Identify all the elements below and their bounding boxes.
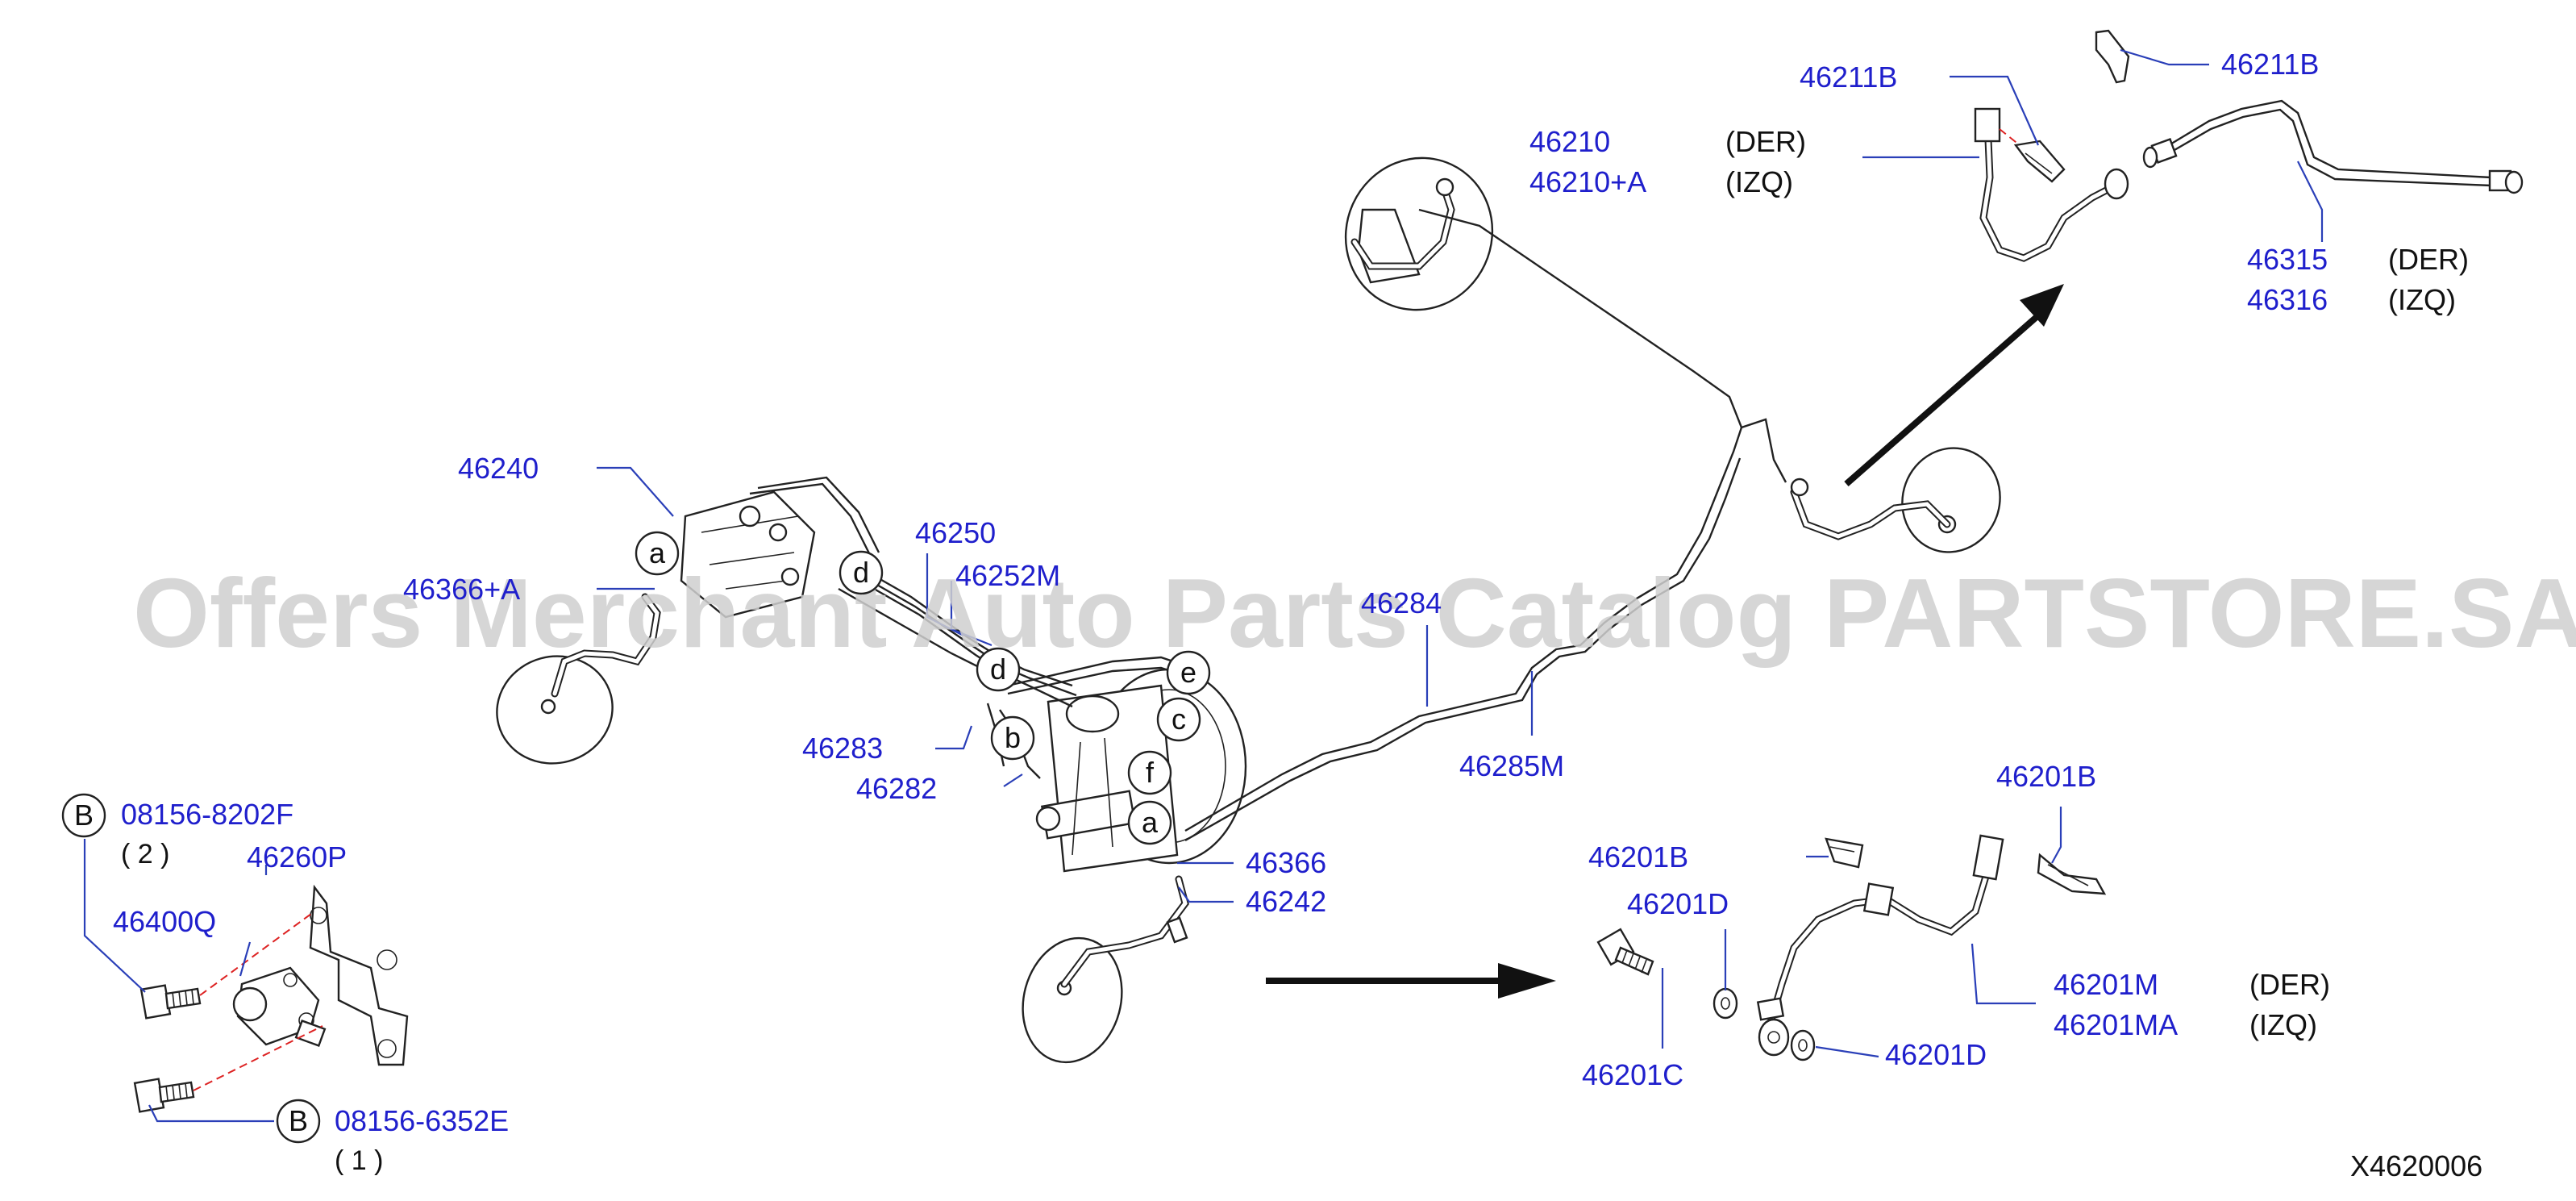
svg-text:a: a xyxy=(649,536,666,569)
arrow-to-rear-hose xyxy=(1844,284,2064,487)
top-clip xyxy=(2095,29,2130,84)
part-46210a[interactable]: 46210+A xyxy=(1529,165,1646,198)
part-46284[interactable]: 46284 xyxy=(1361,586,1442,619)
svg-text:B: B xyxy=(289,1104,308,1137)
note-der-a: (DER) xyxy=(1725,125,1806,158)
rear-left-brake-drum-right xyxy=(1790,447,2001,553)
hose-clip-left xyxy=(1825,837,1864,869)
part-46260p[interactable]: 46260P xyxy=(247,840,347,874)
part-46201b-right[interactable]: 46201B xyxy=(1996,760,2096,793)
part-46316[interactable]: 46316 xyxy=(2247,283,2328,316)
rear-brake-hose xyxy=(1974,107,2129,262)
qty-2: ( 2 ) xyxy=(121,839,169,869)
part-46201b-left[interactable]: 46201B xyxy=(1588,840,1688,874)
svg-text:a: a xyxy=(1142,806,1159,839)
front-right-brake-drum xyxy=(1022,875,1189,1064)
part-46250[interactable]: 46250 xyxy=(915,516,996,549)
front-wheel-drum-left xyxy=(496,655,614,765)
qty-1: ( 1 ) xyxy=(335,1145,383,1176)
callout-f: f xyxy=(1127,750,1172,795)
bolt-lower xyxy=(133,1078,195,1113)
side-notes: (DER) (IZQ) (DER) (IZQ) (DER) (IZQ) xyxy=(1725,125,2469,1041)
part-46201c[interactable]: 46201C xyxy=(1582,1058,1683,1091)
part-46283[interactable]: 46283 xyxy=(802,732,883,765)
proportioning-valve-bracket xyxy=(232,884,409,1066)
callout-c: c xyxy=(1156,697,1201,742)
rear-right-brake-drum xyxy=(1344,156,1494,311)
svg-text:b: b xyxy=(1005,721,1021,754)
callout-a-lower: a xyxy=(1127,800,1172,845)
leader-lines xyxy=(83,48,2324,1123)
svg-text:d: d xyxy=(853,556,869,589)
svg-text:d: d xyxy=(990,653,1006,686)
main-brake-pipe xyxy=(1184,208,1787,842)
note-der-c: (DER) xyxy=(2249,968,2330,1001)
note-der-b: (DER) xyxy=(2388,243,2469,276)
note-izq-a: (IZQ) xyxy=(1725,165,1793,198)
part-46282[interactable]: 46282 xyxy=(856,772,937,805)
part-46285m[interactable]: 46285M xyxy=(1459,749,1564,782)
svg-text:f: f xyxy=(1146,756,1155,789)
callout-a-upper: a xyxy=(635,531,680,576)
washer-lower xyxy=(1790,1029,1816,1061)
callout-d-upper: d xyxy=(839,550,884,595)
part-46201ma[interactable]: 46201MA xyxy=(2054,1008,2178,1041)
front-brake-hose xyxy=(1756,834,2004,1057)
abs-actuator xyxy=(680,476,880,619)
part-46366[interactable]: 46366 xyxy=(1246,846,1326,879)
bolt-badge-upper: B xyxy=(61,793,106,838)
diagram-code: X4620006 xyxy=(2350,1149,2482,1182)
assembly-dash-upper xyxy=(199,911,315,996)
part-46240[interactable]: 46240 xyxy=(458,452,539,485)
part-46400q[interactable]: 46400Q xyxy=(113,905,216,938)
note-izq-b: (IZQ) xyxy=(2388,283,2456,316)
part-46201d-top[interactable]: 46201D xyxy=(1627,887,1729,920)
bolt-upper xyxy=(139,984,202,1020)
part-46201d-bottom[interactable]: 46201D xyxy=(1885,1038,1987,1071)
hose-bolt xyxy=(1596,928,1654,976)
rear-hose-clip xyxy=(2013,140,2066,183)
watermark-text: Offers Merchant Auto Parts Catalog PARTS… xyxy=(133,558,2576,668)
part-46315[interactable]: 46315 xyxy=(2247,243,2328,276)
abs-to-left-drum-pipe xyxy=(551,593,661,698)
part-46252m[interactable]: 46252M xyxy=(955,559,1060,592)
callout-e: e xyxy=(1166,650,1211,695)
hose-clip-right xyxy=(2037,853,2107,895)
svg-text:e: e xyxy=(1180,656,1196,689)
part-08156-8202f[interactable]: 08156-8202F xyxy=(121,798,293,831)
washer-upper xyxy=(1712,987,1738,1020)
part-46211b-right[interactable]: 46211B xyxy=(2221,48,2319,81)
part-46201m[interactable]: 46201M xyxy=(2054,968,2158,1001)
part-08156-6352e[interactable]: 08156-6352E xyxy=(335,1104,509,1137)
assembly-dash-lower xyxy=(193,1025,323,1091)
svg-text:B: B xyxy=(74,799,94,832)
rear-pipe-detail xyxy=(2142,99,2524,194)
part-46211b-left[interactable]: 46211B xyxy=(1800,60,1897,94)
bolt-badge-lower: B xyxy=(276,1099,321,1144)
part-46366a[interactable]: 46366+A xyxy=(403,573,520,606)
note-izq-c: (IZQ) xyxy=(2249,1008,2317,1041)
arrow-to-front-hose xyxy=(1266,963,1556,999)
callout-b: b xyxy=(990,715,1035,761)
part-46210[interactable]: 46210 xyxy=(1529,125,1610,158)
callout-d-lower: d xyxy=(976,647,1021,692)
svg-text:c: c xyxy=(1171,703,1186,736)
part-labels: 46240 46366+A 46250 46252M 46283 46282 4… xyxy=(113,48,2328,1176)
part-46242[interactable]: 46242 xyxy=(1246,885,1326,918)
